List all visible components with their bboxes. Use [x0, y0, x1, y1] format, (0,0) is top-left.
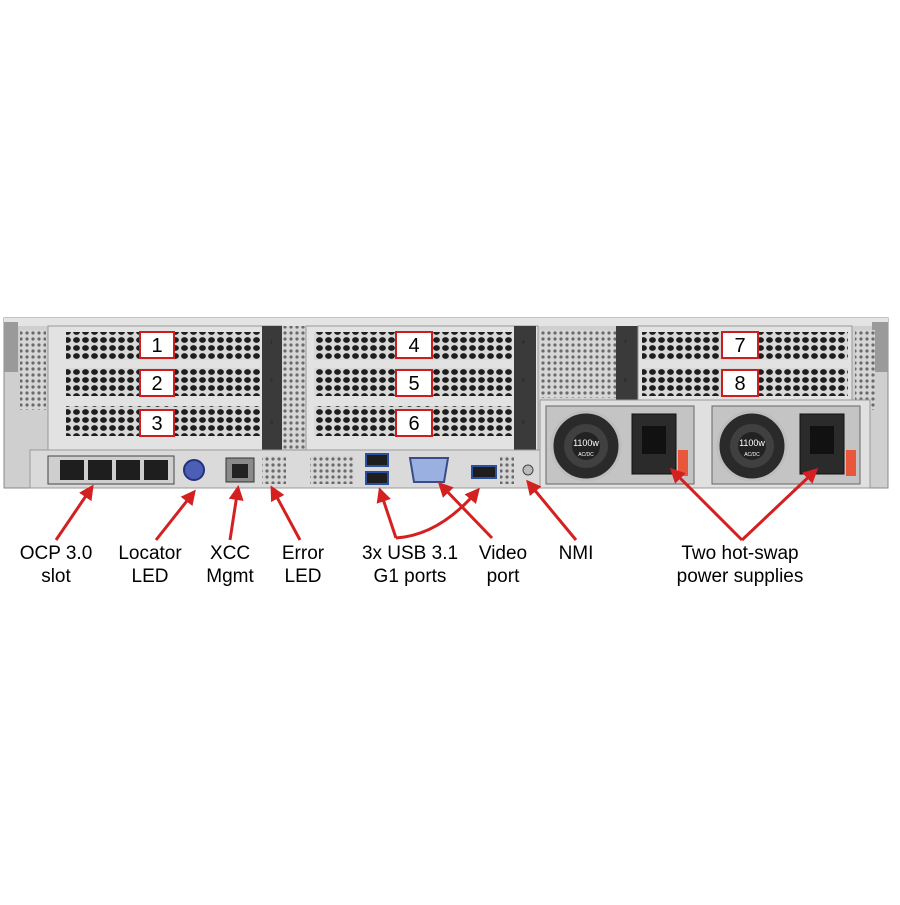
arrow-usb-2: [395, 487, 480, 540]
slot-side-label-6: 6: [522, 420, 525, 426]
riser-3-vent: [540, 330, 616, 398]
ocp-port-3[interactable]: [116, 460, 140, 480]
slot-side-label-2: 2: [270, 378, 273, 384]
error-led-vent: [262, 456, 286, 484]
left-rack-ear: [4, 322, 18, 372]
slot-number-3: 3: [139, 409, 175, 437]
psu-1-sub: AC/DC: [578, 452, 594, 458]
psu-2: 1100w AC/DC: [711, 405, 861, 485]
svg-text:8: 8: [734, 373, 745, 395]
riser-1-divider: [282, 326, 306, 450]
slot-number-5: 5: [395, 369, 433, 397]
video-port[interactable]: [408, 457, 450, 483]
svg-text:7: 7: [734, 335, 745, 357]
usb-port-2[interactable]: [365, 471, 389, 485]
svg-text:4: 4: [408, 335, 419, 357]
riser-3-tab: [616, 326, 638, 400]
psu-1-handle[interactable]: [678, 450, 688, 476]
left-vent: [20, 330, 46, 410]
arrow-video: [437, 481, 494, 540]
slot-number-1: 1: [139, 331, 175, 359]
slot-number-2: 2: [139, 369, 175, 397]
svg-text:1: 1: [151, 335, 162, 357]
svg-text:5: 5: [408, 373, 419, 395]
arrow-error: [270, 485, 302, 541]
label-nmi: NMI: [558, 543, 594, 564]
slot-number-7: 7: [721, 331, 759, 359]
arrow-nmi: [526, 479, 578, 541]
psu-2-handle[interactable]: [846, 450, 856, 476]
usb-port-1[interactable]: [365, 453, 389, 467]
ocp-port-1[interactable]: [60, 460, 84, 480]
ocp-port-4[interactable]: [144, 460, 168, 480]
usb-port-3[interactable]: [471, 465, 497, 479]
slot-side-label-4: 4: [522, 340, 525, 346]
psu-2-rating: 1100w: [739, 438, 765, 448]
slot-side-label-8: 8: [624, 378, 627, 384]
slot-number-4: 4: [395, 331, 433, 359]
arrow-xcc: [228, 485, 244, 541]
psu-1: 1100w AC/DC: [545, 405, 695, 485]
slot-number-6: 6: [395, 409, 433, 437]
chassis-top-edge: [4, 318, 888, 326]
slot-number-8: 8: [721, 369, 759, 397]
arrow-ocp: [54, 484, 94, 541]
arrow-usb-1: [376, 487, 398, 539]
locator-led-button[interactable]: [183, 459, 205, 481]
svg-text:3: 3: [151, 413, 162, 435]
arrow-psu-2: [740, 467, 819, 542]
slot-side-label-5: 5: [522, 378, 525, 384]
slot-side-label-3: 3: [270, 420, 273, 426]
psu-2-sub: AC/DC: [744, 452, 760, 458]
arrow-psu-1: [669, 467, 744, 542]
svg-text:2: 2: [151, 373, 162, 395]
slot-side-label-7: 7: [624, 340, 627, 346]
psu-1-rating: 1100w: [573, 438, 599, 448]
riser-2-tab: [514, 326, 536, 450]
io-vent-2: [500, 456, 514, 484]
arrow-locator: [154, 489, 196, 541]
io-vent: [310, 456, 354, 484]
nmi-button[interactable]: [522, 464, 534, 476]
ocp-port-2[interactable]: [88, 460, 112, 480]
right-rack-ear: [872, 322, 888, 372]
xcc-mgmt-port-inner: [232, 464, 248, 478]
svg-text:6: 6: [408, 413, 419, 435]
right-vent: [855, 330, 875, 410]
riser-1-tab: [262, 326, 284, 450]
slot-side-label-1: 1: [270, 340, 273, 346]
